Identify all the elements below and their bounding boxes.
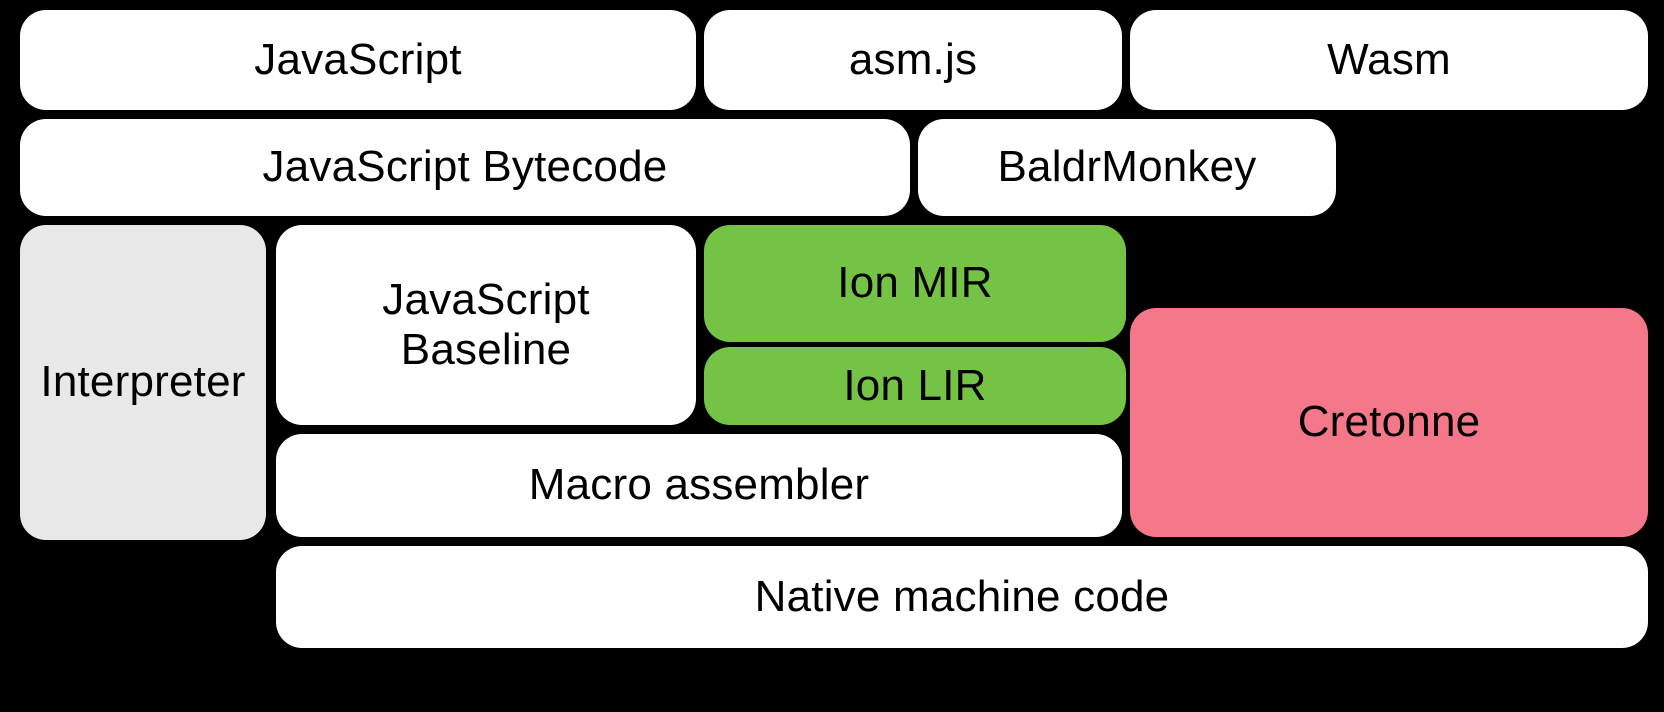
node-ion-mir: Ion MIR — [704, 225, 1126, 342]
node-baldrmonkey: BaldrMonkey — [918, 119, 1336, 216]
node-javascript-baseline: JavaScript Baseline — [276, 225, 696, 425]
node-javascript: JavaScript — [20, 10, 696, 110]
node-native-machine-code: Native machine code — [276, 546, 1648, 648]
node-interpreter: Interpreter — [20, 225, 266, 540]
node-wasm: Wasm — [1130, 10, 1648, 110]
node-asm-js: asm.js — [704, 10, 1122, 110]
node-cretonne: Cretonne — [1130, 308, 1648, 537]
node-macro-assembler: Macro assembler — [276, 434, 1122, 537]
node-ion-lir: Ion LIR — [704, 347, 1126, 425]
node-javascript-bytecode: JavaScript Bytecode — [20, 119, 910, 216]
